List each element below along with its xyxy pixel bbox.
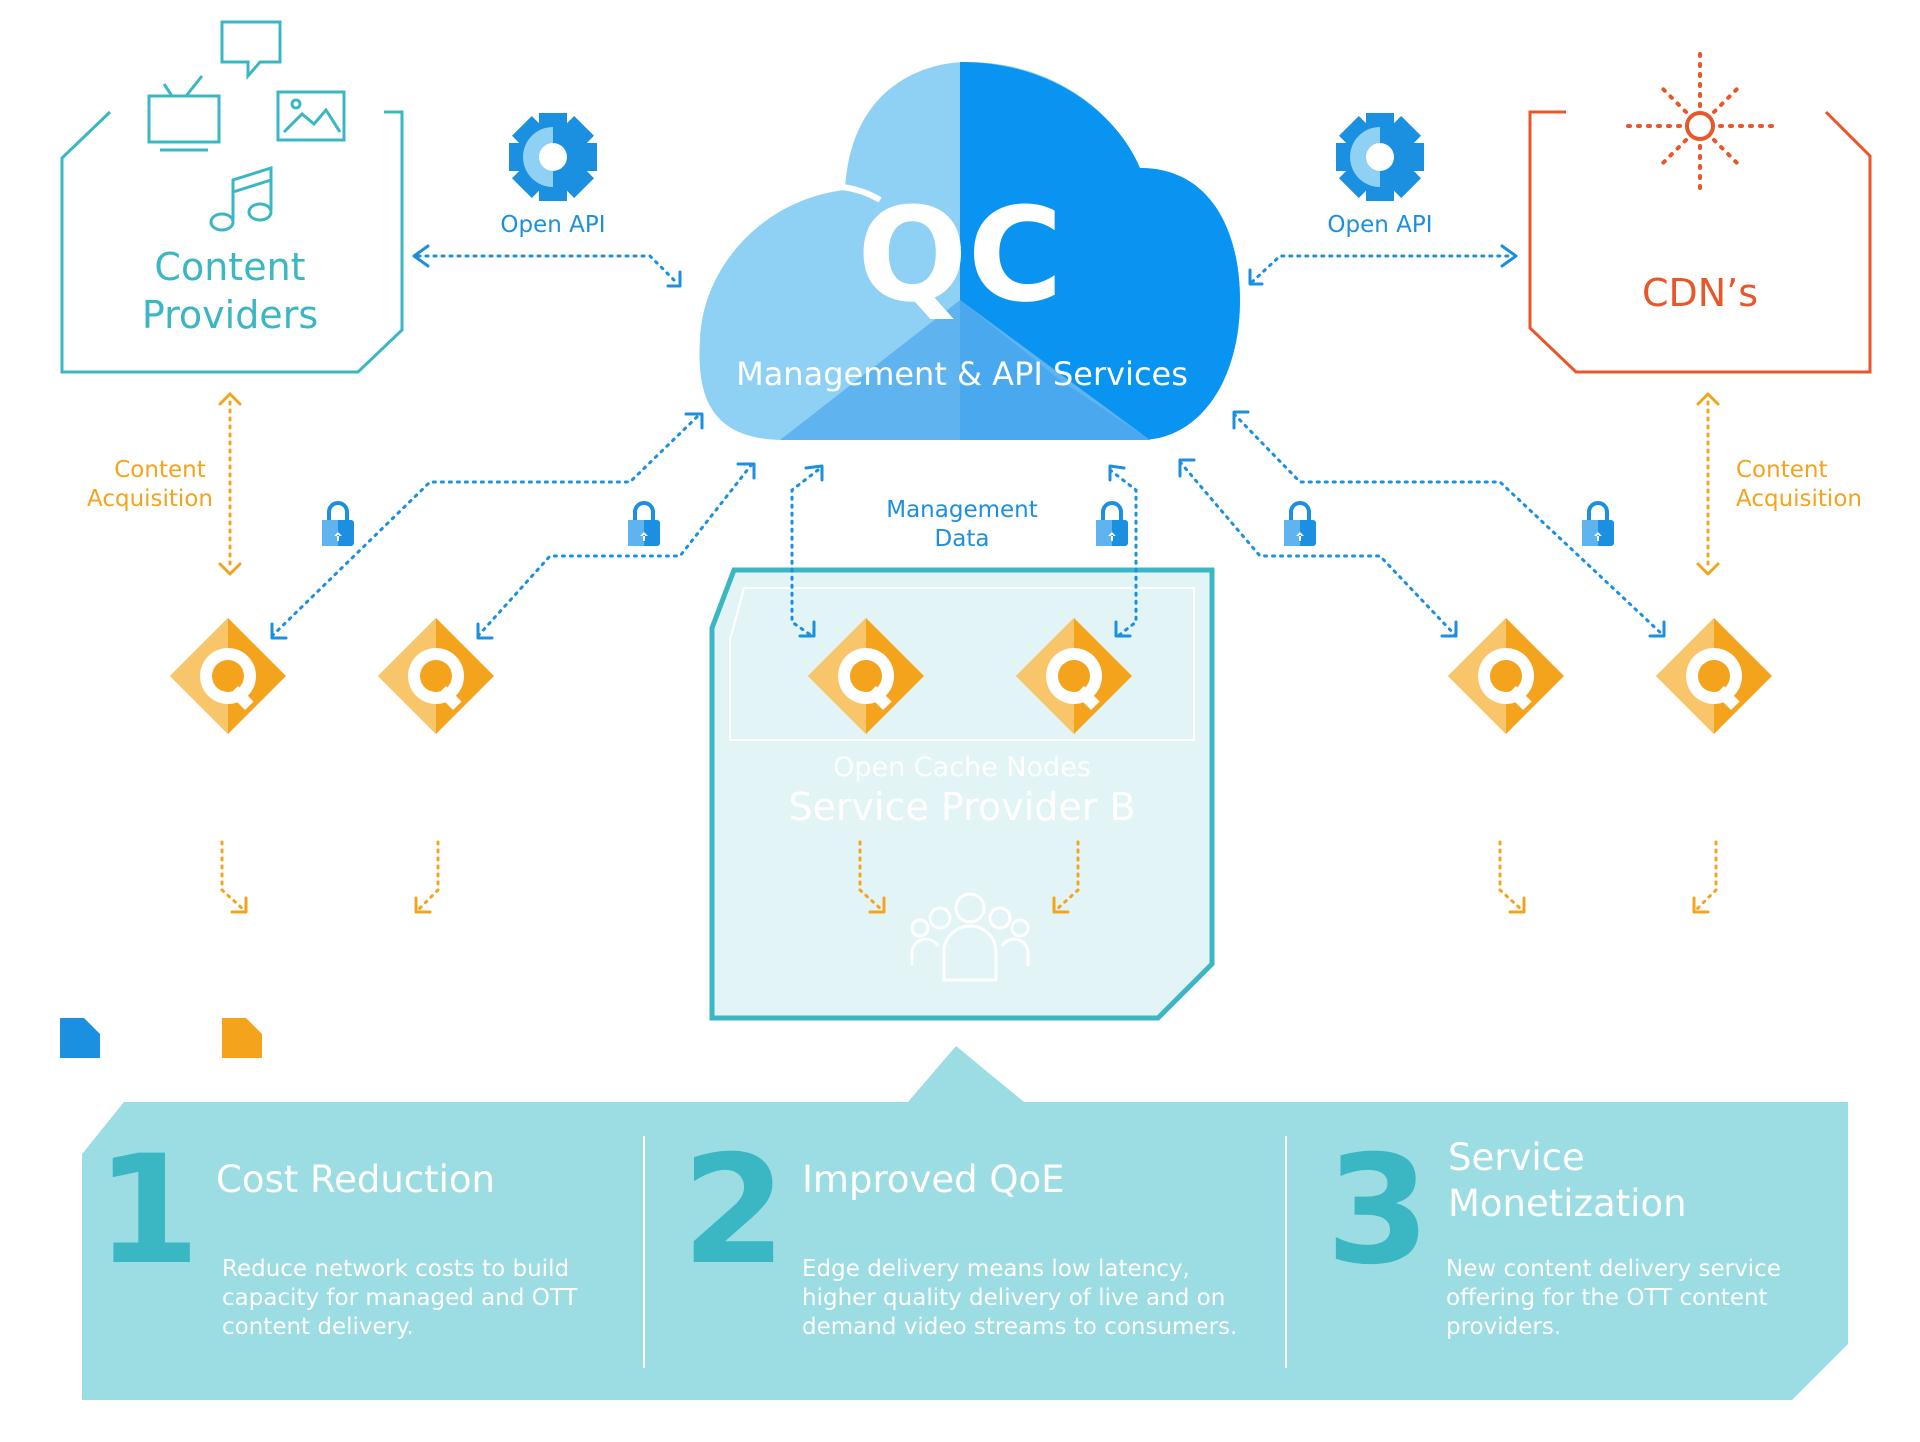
- content-acquisition-left: Content Acquisition: [87, 392, 242, 576]
- benefit-2-desc-line2: higher quality delivery of live and on: [802, 1285, 1225, 1311]
- benefit-2: 2 Improved QoE Edge delivery means low l…: [682, 1124, 1238, 1340]
- benefits-panel: [82, 1046, 1848, 1400]
- open-api-right-label: Open API: [1327, 212, 1432, 238]
- content-providers-box: Content Providers: [60, 20, 404, 374]
- cloud-label: Management & API Services: [736, 355, 1188, 393]
- cache-node-icon-6: [1656, 618, 1772, 734]
- benefit-3-title-line2: Monetization: [1448, 1182, 1687, 1225]
- service-provider-b-title: Service Provider B: [788, 785, 1135, 829]
- benefit-3-number: 3: [1326, 1124, 1430, 1298]
- management-data-line2: Data: [935, 526, 990, 552]
- benefit-1-number: 1: [96, 1124, 200, 1298]
- benefit-3-desc-line2: offering for the OTT content: [1446, 1285, 1768, 1311]
- lock-icon-5: [1580, 501, 1616, 548]
- cdns-title: CDN’s: [1642, 271, 1758, 315]
- consumers-icon: [910, 892, 1030, 982]
- cache-node-icon-1: [170, 618, 286, 734]
- content-providers-title: Content: [154, 245, 305, 289]
- music-icon: [209, 165, 273, 232]
- open-api-left-label: Open API: [500, 212, 605, 238]
- delivery-arrows: [220, 840, 1718, 914]
- management-links: [270, 410, 1666, 640]
- legend-swatch-orange: [222, 1018, 262, 1058]
- benefit-3-desc-line3: providers.: [1446, 1314, 1561, 1340]
- open-api-right-gear-icon: [1336, 113, 1424, 201]
- benefit-1-title: Cost Reduction: [216, 1158, 495, 1201]
- benefit-1-desc-line1: Reduce network costs to build: [222, 1256, 569, 1282]
- content-acquisition-right-line2: Acquisition: [1736, 486, 1862, 512]
- burst-icon: [1624, 52, 1778, 198]
- service-provider-b-subtitle: Open Cache Nodes: [833, 752, 1091, 783]
- content-providers-title-line2: Providers: [142, 293, 318, 337]
- open-api-left-arrow: [412, 244, 682, 288]
- content-acquisition-right: Content Acquisition: [1696, 392, 1862, 576]
- benefit-2-title: Improved QoE: [802, 1158, 1065, 1201]
- qc-logo: QC: [857, 179, 1063, 331]
- benefit-2-desc-line3: demand video streams to consumers.: [802, 1314, 1237, 1340]
- benefit-2-desc-line1: Edge delivery means low latency,: [802, 1256, 1190, 1282]
- content-acquisition-right-line1: Content: [1736, 457, 1827, 483]
- cdns-box: CDN’s: [1528, 52, 1872, 374]
- benefit-3-title: Service: [1448, 1136, 1585, 1179]
- cache-node-icon-5: [1448, 618, 1564, 734]
- benefit-2-number: 2: [682, 1124, 786, 1298]
- benefit-3-desc-line1: New content delivery service: [1446, 1256, 1781, 1282]
- tv-icon: [147, 75, 221, 152]
- legend-swatch-blue: [60, 1018, 100, 1058]
- benefit-1-desc-line3: content delivery.: [222, 1314, 414, 1340]
- open-api-right-arrow: [1248, 244, 1518, 286]
- lock-icon-1: [320, 501, 356, 548]
- open-api-left-gear-icon: [509, 113, 597, 201]
- lock-icon-2: [626, 501, 662, 548]
- lock-icon-3: [1094, 501, 1130, 548]
- chat-icon: [220, 20, 282, 81]
- management-cloud: QC Management & API Services: [699, 62, 1240, 440]
- lock-icon-4: [1282, 501, 1318, 548]
- benefit-3: 3 Service Monetization New content deliv…: [1326, 1124, 1781, 1340]
- benefit-1: 1 Cost Reduction Reduce network costs to…: [96, 1124, 579, 1340]
- benefit-1-desc-line2: capacity for managed and OTT: [222, 1285, 579, 1311]
- service-provider-b-panel: Open Cache Nodes Service Provider B: [709, 567, 1215, 1021]
- content-acquisition-left-line2: Acquisition: [87, 486, 213, 512]
- content-acquisition-left-line1: Content: [114, 457, 205, 483]
- image-icon: [276, 90, 346, 142]
- management-data-line1: Management: [886, 497, 1038, 523]
